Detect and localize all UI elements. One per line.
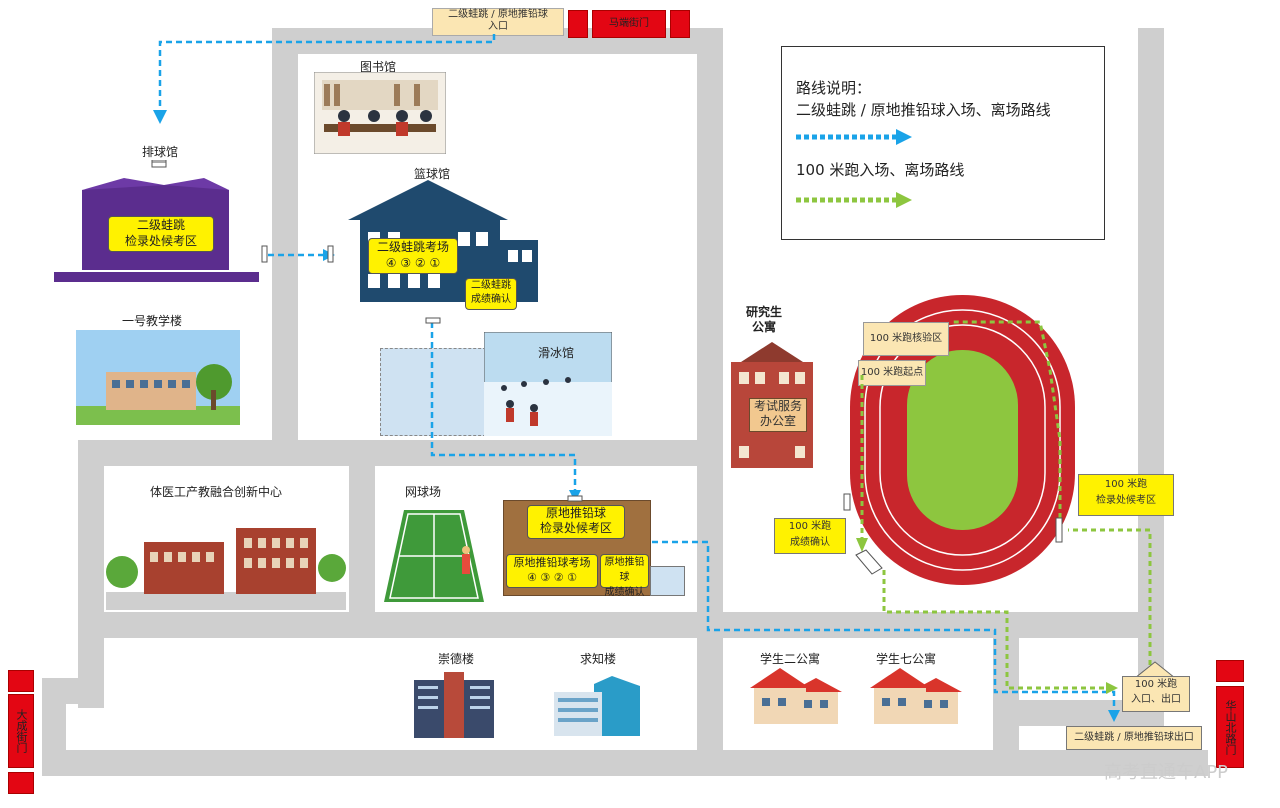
innovation-center-picture <box>106 528 346 610</box>
shot-exam-numbers: ④ ③ ② ① <box>527 571 577 584</box>
jump-exam-zone: 二级蛙跳考场 ④ ③ ② ① <box>368 238 458 274</box>
legend-route-run: 100 米跑入场、离场路线 <box>796 161 965 179</box>
route-legend: 路线说明： 二级蛙跳 / 原地推铅球入场、离场路线 100 米跑入场、离场路线 <box>781 46 1105 240</box>
run-entry-exit-text: 100 米跑 入口、出口 <box>1131 679 1181 705</box>
student-apartment-2-building <box>750 668 842 724</box>
ice-rink-picture <box>484 332 612 436</box>
ice-rink-label: 滑冰馆 <box>538 346 575 360</box>
huashan-gate: 华山北路门 <box>1216 686 1244 768</box>
student-apartment-7-building <box>870 668 962 724</box>
shot-exam-zone: 原地推铅球考场 ④ ③ ② ① <box>506 554 598 588</box>
watermark: 高考直通车APP <box>1104 762 1229 783</box>
chongde-building <box>414 672 494 738</box>
dacheng-gate: 大成街门 <box>8 694 34 768</box>
mayuan-gate: 马端街门 <box>592 10 666 38</box>
jump-waiting-text: 二级蛙跳 检录处候考区 <box>124 218 197 248</box>
library-label: 图书馆 <box>360 60 397 74</box>
student-apartment-7-label: 学生七公寓 <box>876 652 937 666</box>
red-gate-pillar <box>1216 660 1244 682</box>
chongde-label: 崇德楼 <box>438 652 475 666</box>
legend-route-jump-shot: 二级蛙跳 / 原地推铅球入场、离场路线 <box>796 101 1051 119</box>
shot-waiting-text: 原地推铅球 检录处候考区 <box>539 506 612 535</box>
teaching-building-1-picture <box>76 330 240 425</box>
huashan-gate-label: 华山北路门 <box>1224 699 1237 755</box>
shot-confirm-zone: 原地推铅球 成绩确认 <box>600 554 649 598</box>
shot-exam-text: 原地推铅球考场 <box>513 556 591 569</box>
tennis-court-picture <box>384 510 484 602</box>
red-gate-pillar <box>670 10 690 38</box>
run-waiting-text: 100 米跑 检录处候考区 <box>1096 479 1156 506</box>
legend-title: 路线说明： <box>796 79 872 97</box>
run-confirm-zone: 100 米跑 成绩确认 <box>774 518 846 554</box>
jump-exam-text: 二级蛙跳考场 <box>376 240 449 254</box>
shot-waiting-zone: 原地推铅球 检录处候考区 <box>527 505 625 539</box>
red-gate-pillar <box>8 670 34 692</box>
exam-office-label: 考试服务 办公室 <box>749 398 807 432</box>
teaching-building-1-label: 一号教学楼 <box>122 314 183 328</box>
jump-confirm-text: 二级蛙跳 成绩确认 <box>471 280 511 305</box>
grad-apartment-label: 研究生 公寓 <box>746 305 782 335</box>
run-waiting-zone: 100 米跑 检录处候考区 <box>1078 474 1174 516</box>
innovation-center-label: 体医工产教融合创新中心 <box>150 485 283 499</box>
legend-blue-arrow <box>796 129 912 145</box>
jump-exam-numbers: ④ ③ ② ① <box>385 256 441 270</box>
top-entrance-label: 二级蛙跳 / 原地推铅球 入口 <box>432 8 564 36</box>
volleyball-hall-label: 排球馆 <box>142 145 179 159</box>
red-gate-pillar <box>568 10 588 38</box>
exit-label-text: 二级蛙跳 / 原地推铅球出口 <box>1074 732 1194 743</box>
tennis-court-label: 网球场 <box>405 485 442 499</box>
qiuzhi-label: 求知楼 <box>580 652 617 666</box>
red-gate-pillar <box>8 772 34 794</box>
jump-waiting-zone: 二级蛙跳 检录处候考区 <box>108 216 214 252</box>
run-confirm-text: 100 米跑 成绩确认 <box>788 521 832 548</box>
basketball-hall-label: 篮球馆 <box>414 167 451 181</box>
qiuzhi-building <box>554 676 640 736</box>
jump-confirm-zone: 二级蛙跳 成绩确认 <box>465 278 517 310</box>
grad-apartment-text: 研究生 公寓 <box>746 305 783 334</box>
top-entrance-text: 二级蛙跳 / 原地推铅球 入口 <box>448 9 548 32</box>
run-entry-exit-sign: 100 米跑 入口、出口 <box>1122 676 1190 712</box>
legend-green-arrow <box>796 192 912 208</box>
exam-office-text: 考试服务 办公室 <box>753 399 802 428</box>
shot-put-annex <box>650 566 685 596</box>
mayuan-gate-label: 马端街门 <box>609 18 649 29</box>
shot-confirm-text: 原地推铅球 成绩确认 <box>604 557 645 598</box>
run-check-zone: 100 米跑核验区 <box>863 322 949 356</box>
library-picture <box>314 72 446 154</box>
run-start-zone: 100 米跑起点 <box>858 360 926 386</box>
exit-label: 二级蛙跳 / 原地推铅球出口 <box>1066 726 1202 750</box>
dacheng-gate-label: 大成街门 <box>15 709 28 753</box>
student-apartment-2-label: 学生二公寓 <box>760 652 821 666</box>
